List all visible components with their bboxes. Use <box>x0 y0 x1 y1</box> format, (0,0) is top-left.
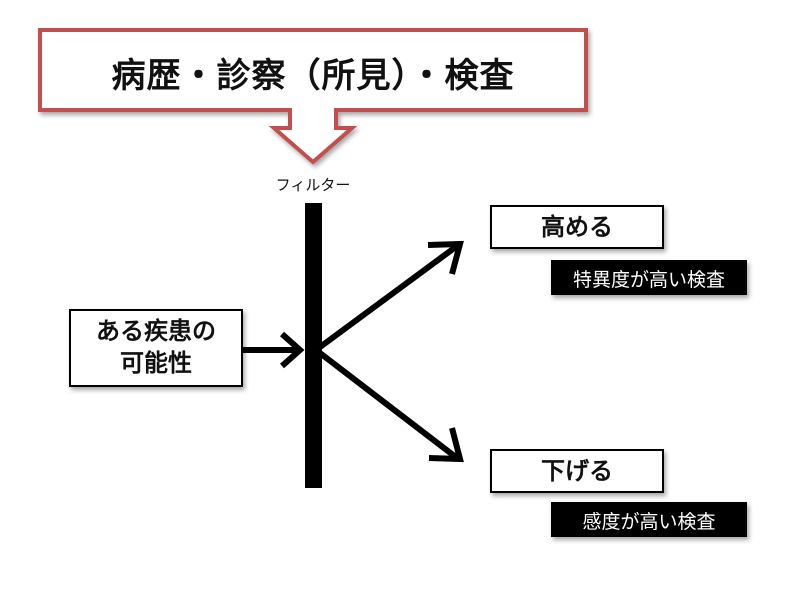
raise-arrow-line <box>314 243 459 353</box>
sensitivity-label-bg <box>551 502 747 537</box>
lower-arrow-line <box>314 347 459 461</box>
specificity-label: 特異度が高い検査 <box>572 269 725 291</box>
lower-text: 下げる <box>541 457 613 485</box>
lower-arrow-head <box>428 427 464 463</box>
title-callout <box>38 28 588 165</box>
page-title: 病歴・診察（所見）・検査 <box>111 56 515 96</box>
sensitivity-label: 感度が高い検査 <box>582 511 716 533</box>
raise-arrow-head <box>427 240 464 275</box>
disease-box <box>69 309 243 387</box>
raise-box <box>490 205 664 249</box>
lower-box <box>490 449 664 493</box>
disease-text: ある疾患の 可能性 <box>70 315 242 379</box>
filter-bar <box>305 203 322 488</box>
disease-line-1: ある疾患の <box>96 317 216 345</box>
raise-text: 高める <box>541 213 613 241</box>
specificity-label-bg <box>551 260 747 295</box>
filter-label: フィルター <box>275 176 351 194</box>
disease-line-2: 可能性 <box>120 349 192 377</box>
input-arrow-head <box>280 331 305 369</box>
